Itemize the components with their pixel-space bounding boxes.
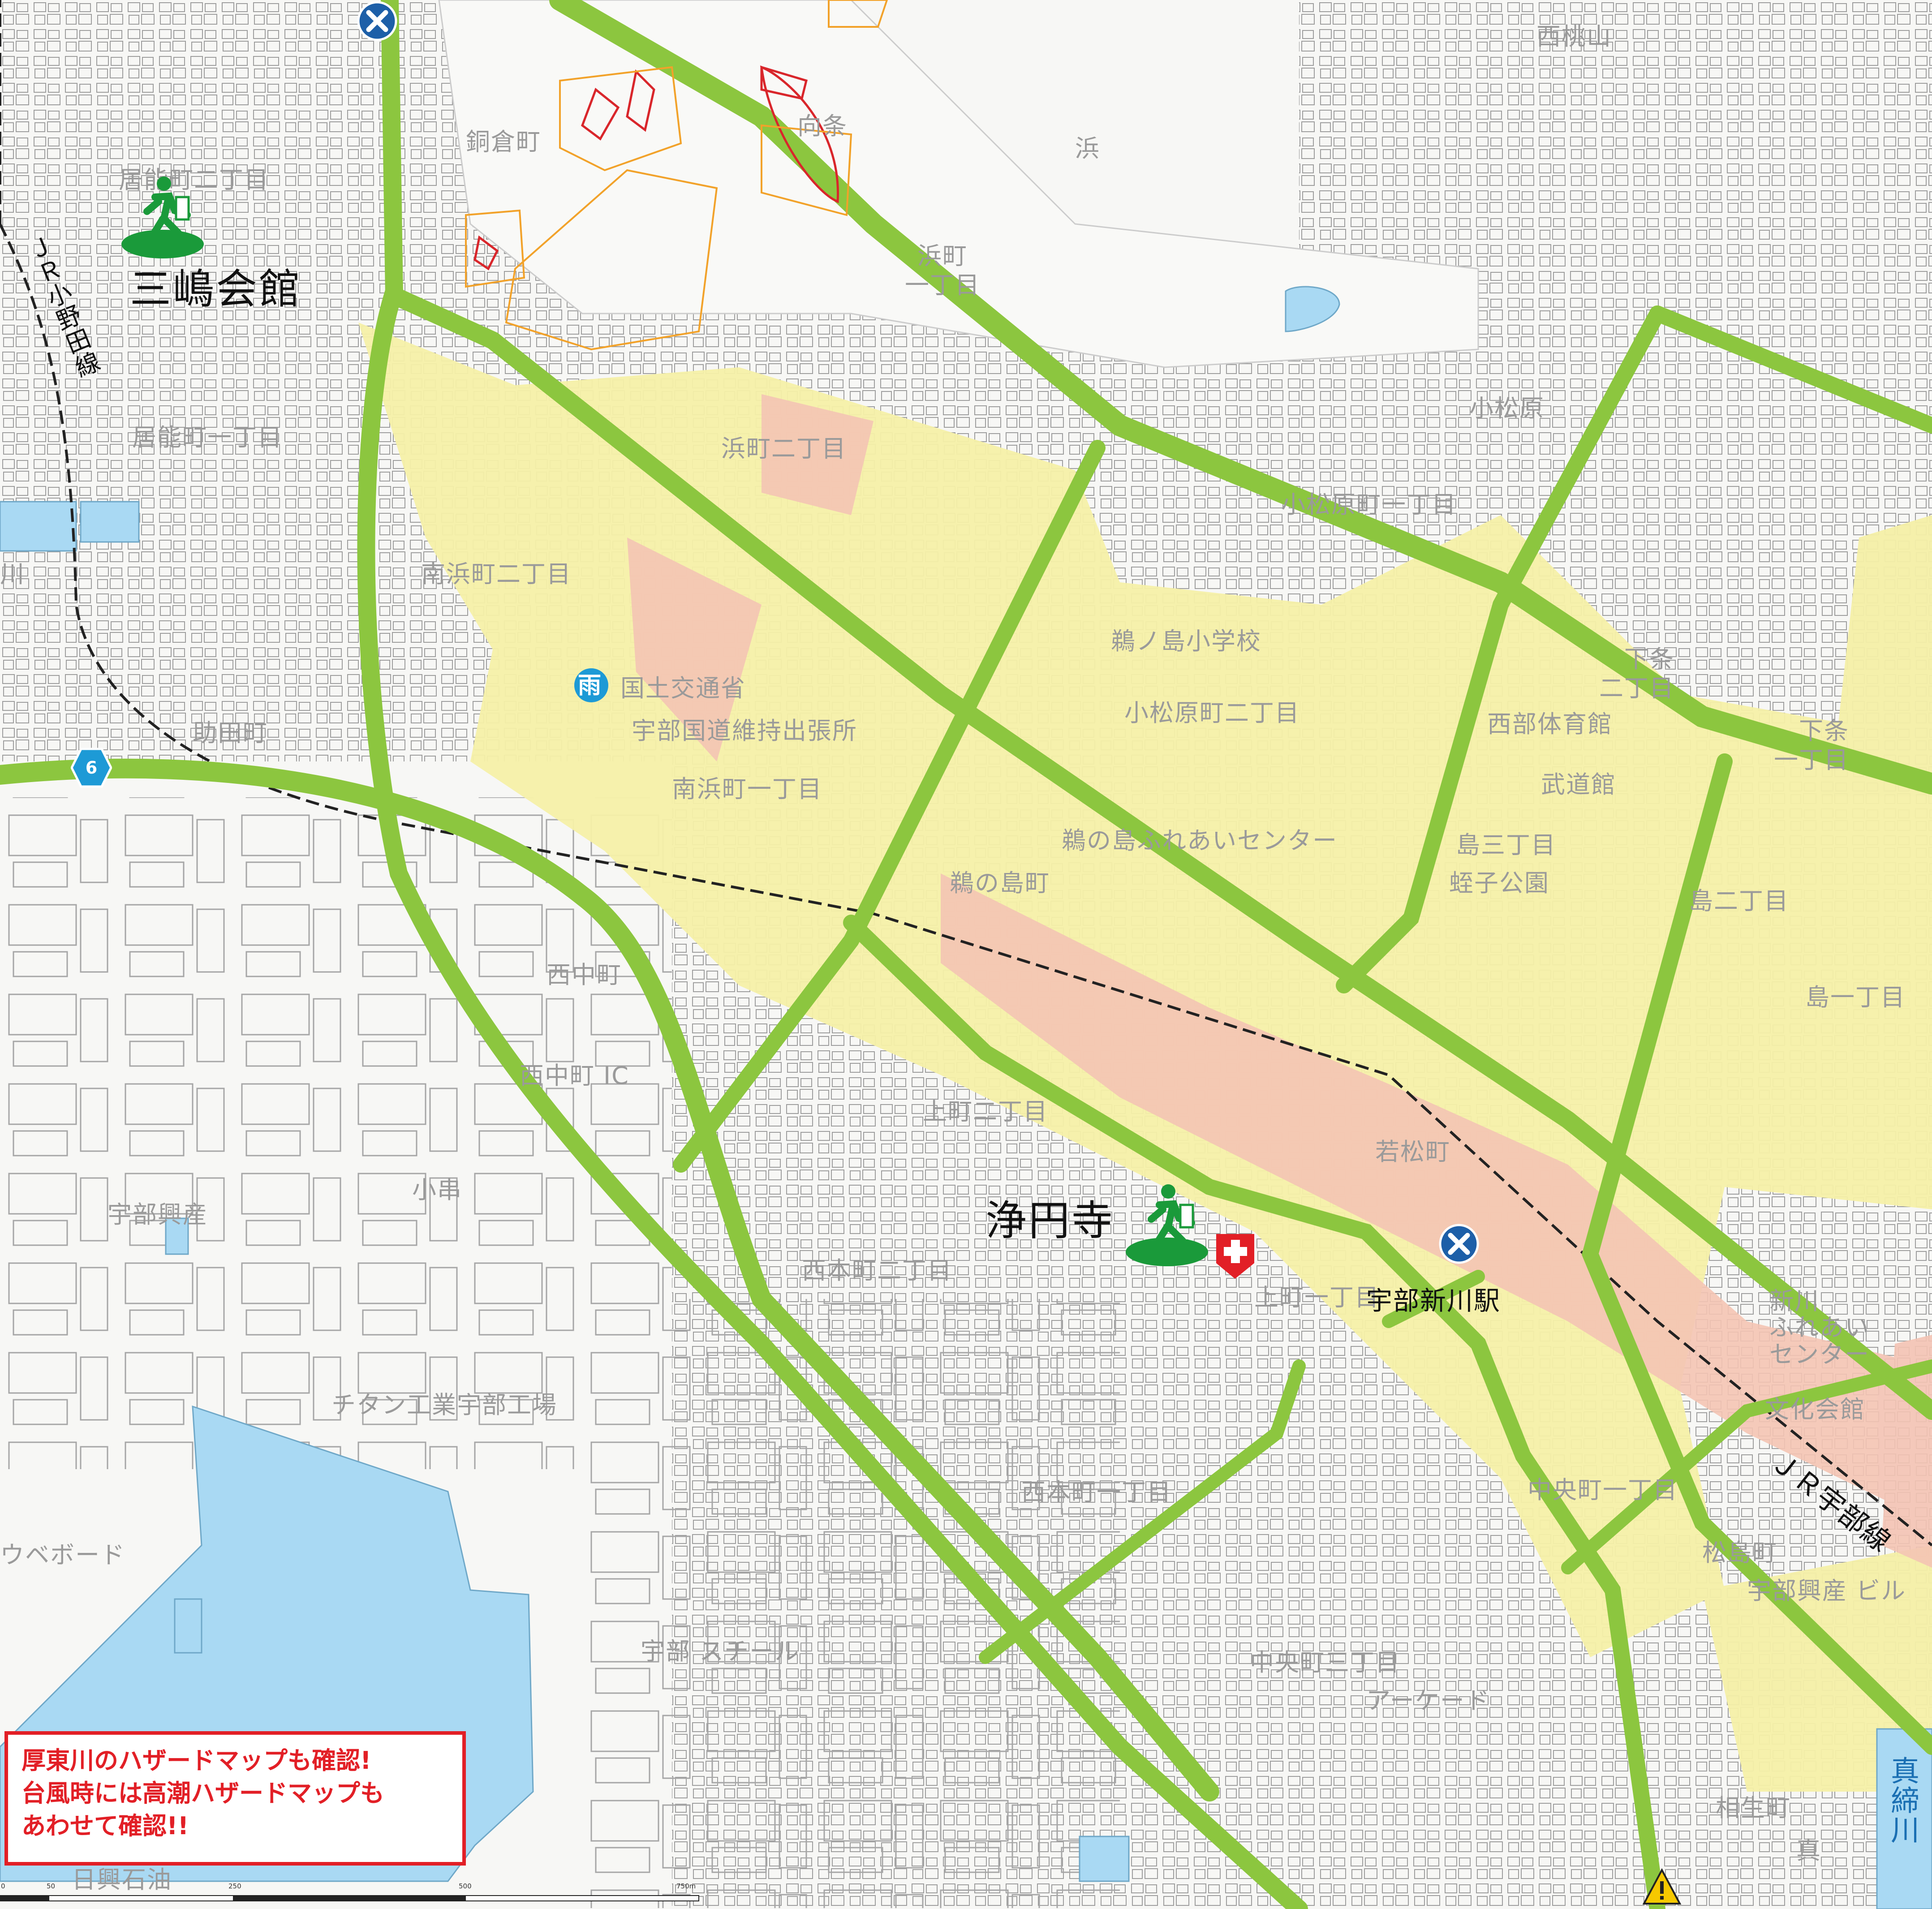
notice-line-3: あわせて確認!!	[22, 1811, 189, 1840]
place-label: アーケード	[1366, 1686, 1490, 1715]
road-closed-icon	[1439, 1224, 1479, 1264]
facility-label: 日興石油	[72, 1866, 172, 1894]
facility-label: 鵜の島ふれあいセンター	[1062, 826, 1338, 855]
place-label: 浜町 一丁目	[905, 242, 980, 299]
place-label: 若松町	[1375, 1138, 1450, 1166]
place-label: 島二丁目	[1689, 887, 1789, 915]
place-label: 居能町一丁目	[132, 423, 283, 451]
notice-box: 厚東川のハザードマップも確認! 台風時には高潮ハザードマップも あわせて確認!!	[4, 1731, 466, 1866]
facility-label: チタン工業宇部工場	[331, 1391, 557, 1419]
notice-line-1: 厚東川のハザードマップも確認!	[22, 1746, 371, 1775]
rain-gauge-label: 雨	[578, 672, 602, 699]
place-label: 川	[0, 560, 25, 588]
notice-line-2: 台風時には高潮ハザードマップも	[22, 1779, 384, 1807]
place-label: 相生町	[1716, 1794, 1791, 1822]
road-closed-icon	[357, 1, 397, 41]
place-label: 島一丁目	[1805, 983, 1906, 1011]
facility-label: 西部体育館	[1487, 710, 1613, 738]
rain-gauge-icon	[574, 668, 608, 702]
shelter-name-joenji: 浄円寺	[985, 1197, 1115, 1245]
scale-tick: 750m	[676, 1882, 696, 1890]
place-label: 島三丁目	[1456, 831, 1556, 859]
office-label: 国土交通省	[620, 674, 746, 702]
place-label: 西桃山	[1536, 22, 1612, 51]
interchange-label: 西中町 IC	[520, 1062, 629, 1090]
place-label: 上町二丁目	[923, 1097, 1048, 1126]
place-label: 上町一丁目	[1254, 1283, 1380, 1311]
place-label: 向条	[797, 112, 848, 140]
place-label: 助田町	[193, 719, 268, 747]
place-label: 真	[1796, 1836, 1821, 1865]
place-label: 下条 二丁目	[1599, 645, 1674, 702]
facility-label: 宇部興産	[108, 1200, 208, 1229]
shelter-name-mishima: 三嶋会館	[130, 265, 302, 313]
place-label: 中央町一丁目	[1528, 1476, 1678, 1504]
scale-tick: 250	[228, 1882, 241, 1890]
place-label: 下条 一丁目	[1774, 717, 1849, 774]
facility-label: 宇部 スチール	[641, 1637, 800, 1665]
place-label: 南浜町二丁目	[421, 560, 572, 588]
school-label: 鵜ノ島小学校	[1111, 627, 1261, 655]
park-label: 蛭子公園	[1449, 869, 1549, 897]
place-label: 小串	[412, 1176, 462, 1204]
place-label: 銅倉町	[466, 128, 541, 156]
place-label: 浜	[1075, 134, 1100, 163]
landslide-warning-zones	[465, 0, 888, 351]
place-label: 西中町	[546, 961, 622, 989]
route-6-shield	[71, 748, 112, 788]
facility-label: 武道館	[1541, 770, 1616, 799]
place-label: 小松原町二丁目	[1124, 699, 1300, 727]
place-label: 南浜町一丁目	[672, 775, 822, 803]
flood-zone-pink	[627, 394, 1932, 1568]
place-label: 鵜の島町	[950, 869, 1050, 897]
place-label: 西本町二丁目	[802, 1256, 952, 1285]
place-label: 浜町二丁目	[721, 434, 847, 463]
station-label: 宇部新川駅	[1366, 1286, 1501, 1316]
warning-icon	[1642, 1868, 1682, 1905]
facility-label: 文化会館	[1765, 1395, 1865, 1423]
office-label: 宇部国道維持出張所	[632, 717, 857, 745]
place-label: 居能町二丁目	[119, 166, 269, 194]
place-label: 西本町一丁目	[1021, 1478, 1172, 1506]
scale-bar: 0 50 250 500 750m	[0, 1879, 717, 1909]
river-label: 真締川	[1886, 1756, 1919, 1845]
place-label: 松島町	[1702, 1539, 1777, 1567]
place-label: 小松原町一丁目	[1281, 490, 1457, 519]
railways	[0, 0, 1932, 1547]
facility-label: 新川 ふれあい センター	[1769, 1287, 1870, 1368]
scale-tick: 50	[47, 1882, 56, 1890]
facility-label: 宇部興産 ビル	[1747, 1577, 1906, 1605]
shelter-runner-icon	[121, 176, 204, 258]
place-label: 小松原	[1469, 394, 1545, 422]
scale-tick: 500	[459, 1882, 472, 1890]
scale-tick: 0	[1, 1882, 5, 1890]
medical-cross-icon	[1216, 1234, 1254, 1279]
place-label: 中央町三丁目	[1250, 1648, 1400, 1677]
facility-label: ウベボード	[0, 1541, 125, 1569]
route-number: 6	[85, 758, 98, 778]
shelter-runner-icon	[1126, 1184, 1208, 1266]
